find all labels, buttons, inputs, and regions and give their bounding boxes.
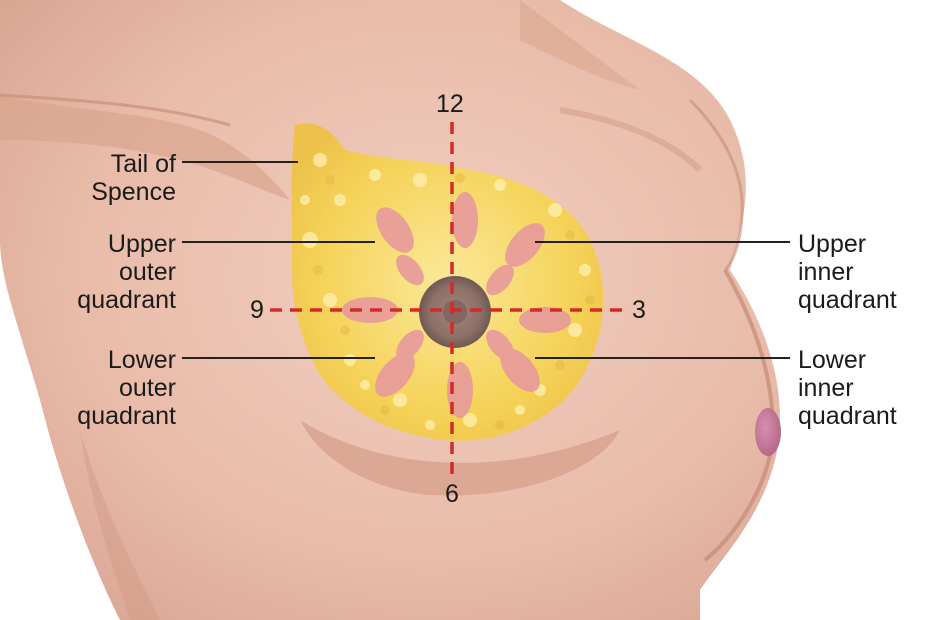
lower-outer-quadrant-label: Lower outer quadrant bbox=[77, 346, 176, 430]
lower-inner-quadrant-label: Lower inner quadrant bbox=[798, 346, 897, 430]
upper-outer-quadrant-label: Upper outer quadrant bbox=[77, 230, 176, 314]
clock-3-label: 3 bbox=[632, 296, 646, 324]
leader-lines bbox=[182, 161, 790, 359]
tail-of-spence-label: Tail of Spence bbox=[91, 150, 176, 206]
clock-9-label: 9 bbox=[250, 296, 264, 324]
clock-6-label: 6 bbox=[445, 480, 459, 508]
nipple bbox=[443, 300, 467, 324]
upper-inner-quadrant-label: Upper inner quadrant bbox=[798, 230, 897, 314]
right-nipple bbox=[755, 408, 781, 456]
clock-12-label: 12 bbox=[436, 90, 464, 118]
